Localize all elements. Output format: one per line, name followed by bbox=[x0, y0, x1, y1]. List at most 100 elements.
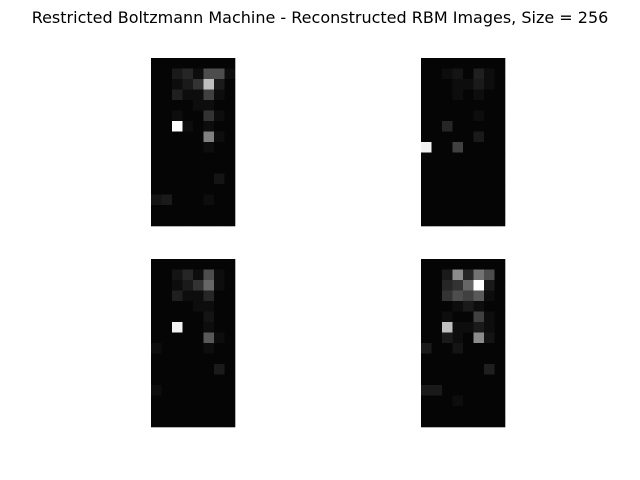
heatmap-cell bbox=[214, 332, 225, 344]
heatmap-cell bbox=[431, 68, 443, 80]
heatmap-cell bbox=[214, 131, 225, 143]
heatmap-cell bbox=[214, 406, 225, 417]
heatmap-cell bbox=[172, 152, 183, 164]
heatmap-cell bbox=[452, 163, 464, 174]
heatmap-cell bbox=[421, 205, 432, 216]
heatmap-cell bbox=[214, 215, 225, 227]
heatmap-cell bbox=[421, 332, 432, 344]
heatmap-cell bbox=[431, 416, 443, 428]
heatmap-cell bbox=[193, 290, 204, 302]
heatmap-cell bbox=[172, 259, 183, 270]
heatmap-cell bbox=[214, 385, 225, 396]
heatmap-cell bbox=[442, 322, 453, 333]
heatmap-cell bbox=[431, 152, 443, 164]
heatmap-cell bbox=[442, 152, 453, 164]
heatmap-cell bbox=[203, 121, 215, 132]
heatmap-cell bbox=[161, 205, 173, 216]
heatmap-cell bbox=[224, 290, 236, 302]
heatmap-cell bbox=[203, 343, 215, 354]
heatmap-cell bbox=[182, 301, 194, 312]
heatmap-cell bbox=[484, 332, 495, 344]
heatmap-panel-3 bbox=[151, 259, 236, 428]
heatmap-cell bbox=[494, 311, 506, 323]
heatmap-cell bbox=[431, 269, 443, 281]
heatmap-cell bbox=[224, 184, 236, 195]
heatmap-cell bbox=[484, 259, 495, 270]
heatmap-cell bbox=[442, 364, 453, 375]
heatmap-cell bbox=[172, 215, 183, 227]
heatmap-cell bbox=[484, 416, 495, 428]
heatmap-cell bbox=[203, 89, 215, 101]
heatmap-cell bbox=[193, 322, 204, 333]
heatmap-cell bbox=[224, 121, 236, 132]
heatmap-cell bbox=[452, 385, 464, 396]
heatmap-cell bbox=[494, 332, 506, 344]
heatmap-cell bbox=[442, 184, 453, 195]
heatmap-cell bbox=[224, 395, 236, 407]
heatmap-cell bbox=[161, 89, 173, 101]
heatmap-cell bbox=[172, 184, 183, 195]
heatmap-cell bbox=[161, 332, 173, 344]
heatmap-cell bbox=[182, 79, 194, 90]
heatmap-cell bbox=[442, 259, 453, 270]
heatmap-cell bbox=[182, 58, 194, 69]
heatmap-cell bbox=[421, 194, 432, 206]
heatmap-cell bbox=[151, 194, 162, 206]
heatmap-cell bbox=[494, 385, 506, 396]
heatmap-cell bbox=[442, 385, 453, 396]
heatmap-cell bbox=[452, 259, 464, 270]
heatmap-cell bbox=[431, 142, 443, 153]
heatmap-cell bbox=[203, 79, 215, 90]
heatmap-cell bbox=[203, 194, 215, 206]
heatmap-cell bbox=[161, 416, 173, 428]
heatmap-cell bbox=[193, 395, 204, 407]
heatmap-cell bbox=[442, 121, 453, 132]
heatmap-cell bbox=[193, 259, 204, 270]
heatmap-cell bbox=[463, 259, 474, 270]
heatmap-cell bbox=[151, 311, 162, 323]
heatmap-cell bbox=[484, 68, 495, 80]
heatmap-cell bbox=[463, 58, 474, 69]
heatmap-cell bbox=[421, 364, 432, 375]
heatmap-cell bbox=[224, 163, 236, 174]
heatmap-cell bbox=[224, 110, 236, 122]
heatmap-cell bbox=[172, 353, 183, 365]
heatmap-cell bbox=[224, 89, 236, 101]
heatmap-cell bbox=[214, 205, 225, 216]
heatmap-cell bbox=[421, 215, 432, 227]
heatmap-cell bbox=[214, 280, 225, 291]
heatmap-cell bbox=[452, 332, 464, 344]
heatmap-cell bbox=[484, 110, 495, 122]
heatmap-cell bbox=[431, 89, 443, 101]
heatmap-cell bbox=[203, 416, 215, 428]
heatmap-cell bbox=[442, 142, 453, 153]
heatmap-cell bbox=[484, 395, 495, 407]
heatmap-cell bbox=[214, 184, 225, 195]
heatmap-cell bbox=[193, 121, 204, 132]
heatmap-cell bbox=[452, 322, 464, 333]
heatmap-cell bbox=[214, 163, 225, 174]
heatmap-cell bbox=[151, 68, 162, 80]
heatmap-cell bbox=[494, 406, 506, 417]
heatmap-cell bbox=[203, 301, 215, 312]
heatmap-cell bbox=[463, 163, 474, 174]
heatmap-cell bbox=[484, 269, 495, 281]
heatmap-cell bbox=[421, 131, 432, 143]
heatmap-cell bbox=[151, 416, 162, 428]
heatmap-cell bbox=[442, 100, 453, 111]
heatmap-cell bbox=[214, 269, 225, 281]
heatmap-cell bbox=[193, 100, 204, 111]
heatmap-cell bbox=[442, 395, 453, 407]
heatmap-cell bbox=[463, 110, 474, 122]
heatmap-cell bbox=[421, 142, 432, 153]
heatmap-cell bbox=[463, 152, 474, 164]
heatmap-cell bbox=[224, 374, 236, 386]
heatmap-cell bbox=[442, 89, 453, 101]
heatmap-cell bbox=[442, 353, 453, 365]
heatmap-cell bbox=[203, 374, 215, 386]
heatmap-cell bbox=[484, 353, 495, 365]
heatmap-cell bbox=[494, 152, 506, 164]
heatmap-cell bbox=[151, 406, 162, 417]
heatmap-cell bbox=[484, 406, 495, 417]
heatmap-cell bbox=[421, 322, 432, 333]
